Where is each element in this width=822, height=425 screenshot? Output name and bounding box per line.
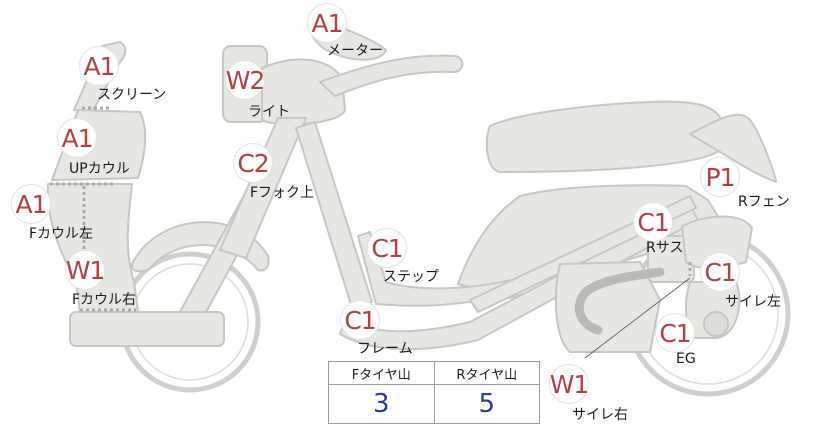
label-f-cowl-left: Fカウル左 xyxy=(29,226,94,242)
label-up-cowl: UPカウル xyxy=(69,161,130,177)
label-f-fork-upper: Fフォク上 xyxy=(250,185,315,201)
rear-tire-value: 5 xyxy=(433,384,540,424)
label-f-cowl-right: Fカウル右 xyxy=(72,292,137,308)
front-tire-header: Fタイヤ山 xyxy=(328,361,435,385)
seat xyxy=(485,100,725,173)
leader-line xyxy=(584,277,691,359)
engine-block xyxy=(554,261,661,353)
badge-muffler-right[interactable]: W1 xyxy=(549,364,589,404)
steering-tube xyxy=(219,117,307,259)
badge-r-suspension[interactable]: C1 xyxy=(633,202,673,242)
badge-f-cowl-left[interactable]: A1 xyxy=(11,184,51,224)
label-muffler-right: サイレ右 xyxy=(572,407,628,423)
label-screen: スクリーン xyxy=(97,87,167,103)
label-muffler-left: サイレ左 xyxy=(725,294,781,310)
label-meter: メーター xyxy=(327,43,383,59)
badge-up-cowl[interactable]: A1 xyxy=(57,118,97,158)
front-bumper xyxy=(69,311,225,347)
badge-r-fender[interactable]: P1 xyxy=(700,157,740,197)
rear-fender-shape xyxy=(689,113,777,183)
rear-tire-header: Rタイヤ山 xyxy=(433,361,540,385)
label-step: ステップ xyxy=(383,269,439,285)
badge-f-fork-upper[interactable]: C2 xyxy=(233,143,273,183)
badge-meter[interactable]: A1 xyxy=(307,3,347,43)
side-box xyxy=(681,215,753,269)
tire-tread-table: Fタイヤ山 Rタイヤ山 3 5 xyxy=(328,361,540,424)
badge-light[interactable]: W2 xyxy=(225,60,265,100)
badge-muffler-left[interactable]: C1 xyxy=(700,252,740,292)
label-r-suspension: Rサス xyxy=(646,240,684,256)
badge-engine[interactable]: C1 xyxy=(655,313,695,353)
label-engine: EG xyxy=(676,351,696,367)
label-frame: フレーム xyxy=(357,341,413,357)
badge-frame[interactable]: C1 xyxy=(340,300,380,340)
label-light: ライト xyxy=(248,104,290,120)
down-tube xyxy=(295,121,373,309)
front-tire-value: 3 xyxy=(328,384,435,424)
badge-step[interactable]: C1 xyxy=(367,228,407,268)
handlebar xyxy=(319,54,464,97)
label-r-fender: Rフェン xyxy=(738,194,790,210)
badge-screen[interactable]: A1 xyxy=(79,46,119,86)
badge-f-cowl-right[interactable]: W1 xyxy=(65,250,105,290)
exhaust-pipe xyxy=(574,267,665,335)
